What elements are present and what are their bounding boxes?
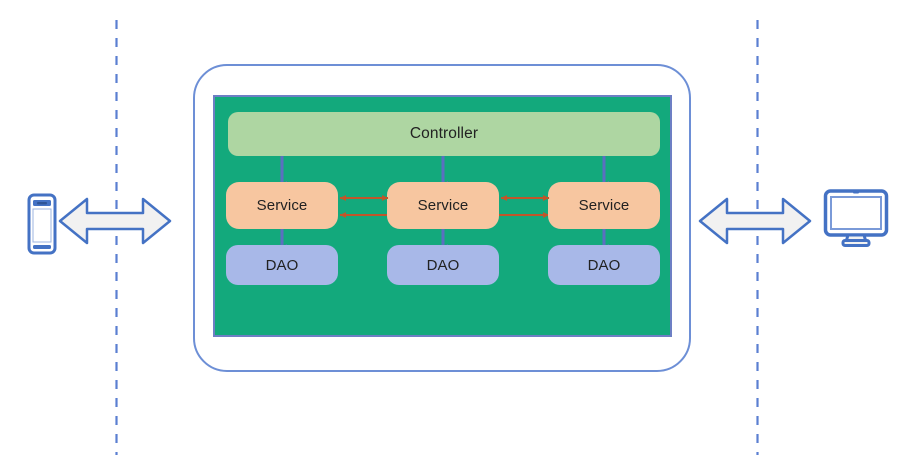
- left-bidirectional-arrow-icon: [58, 197, 172, 245]
- right-bidirectional-arrow-icon: [698, 197, 812, 245]
- mobile-phone-icon[interactable]: [27, 193, 57, 255]
- desktop-monitor-icon[interactable]: [823, 188, 889, 248]
